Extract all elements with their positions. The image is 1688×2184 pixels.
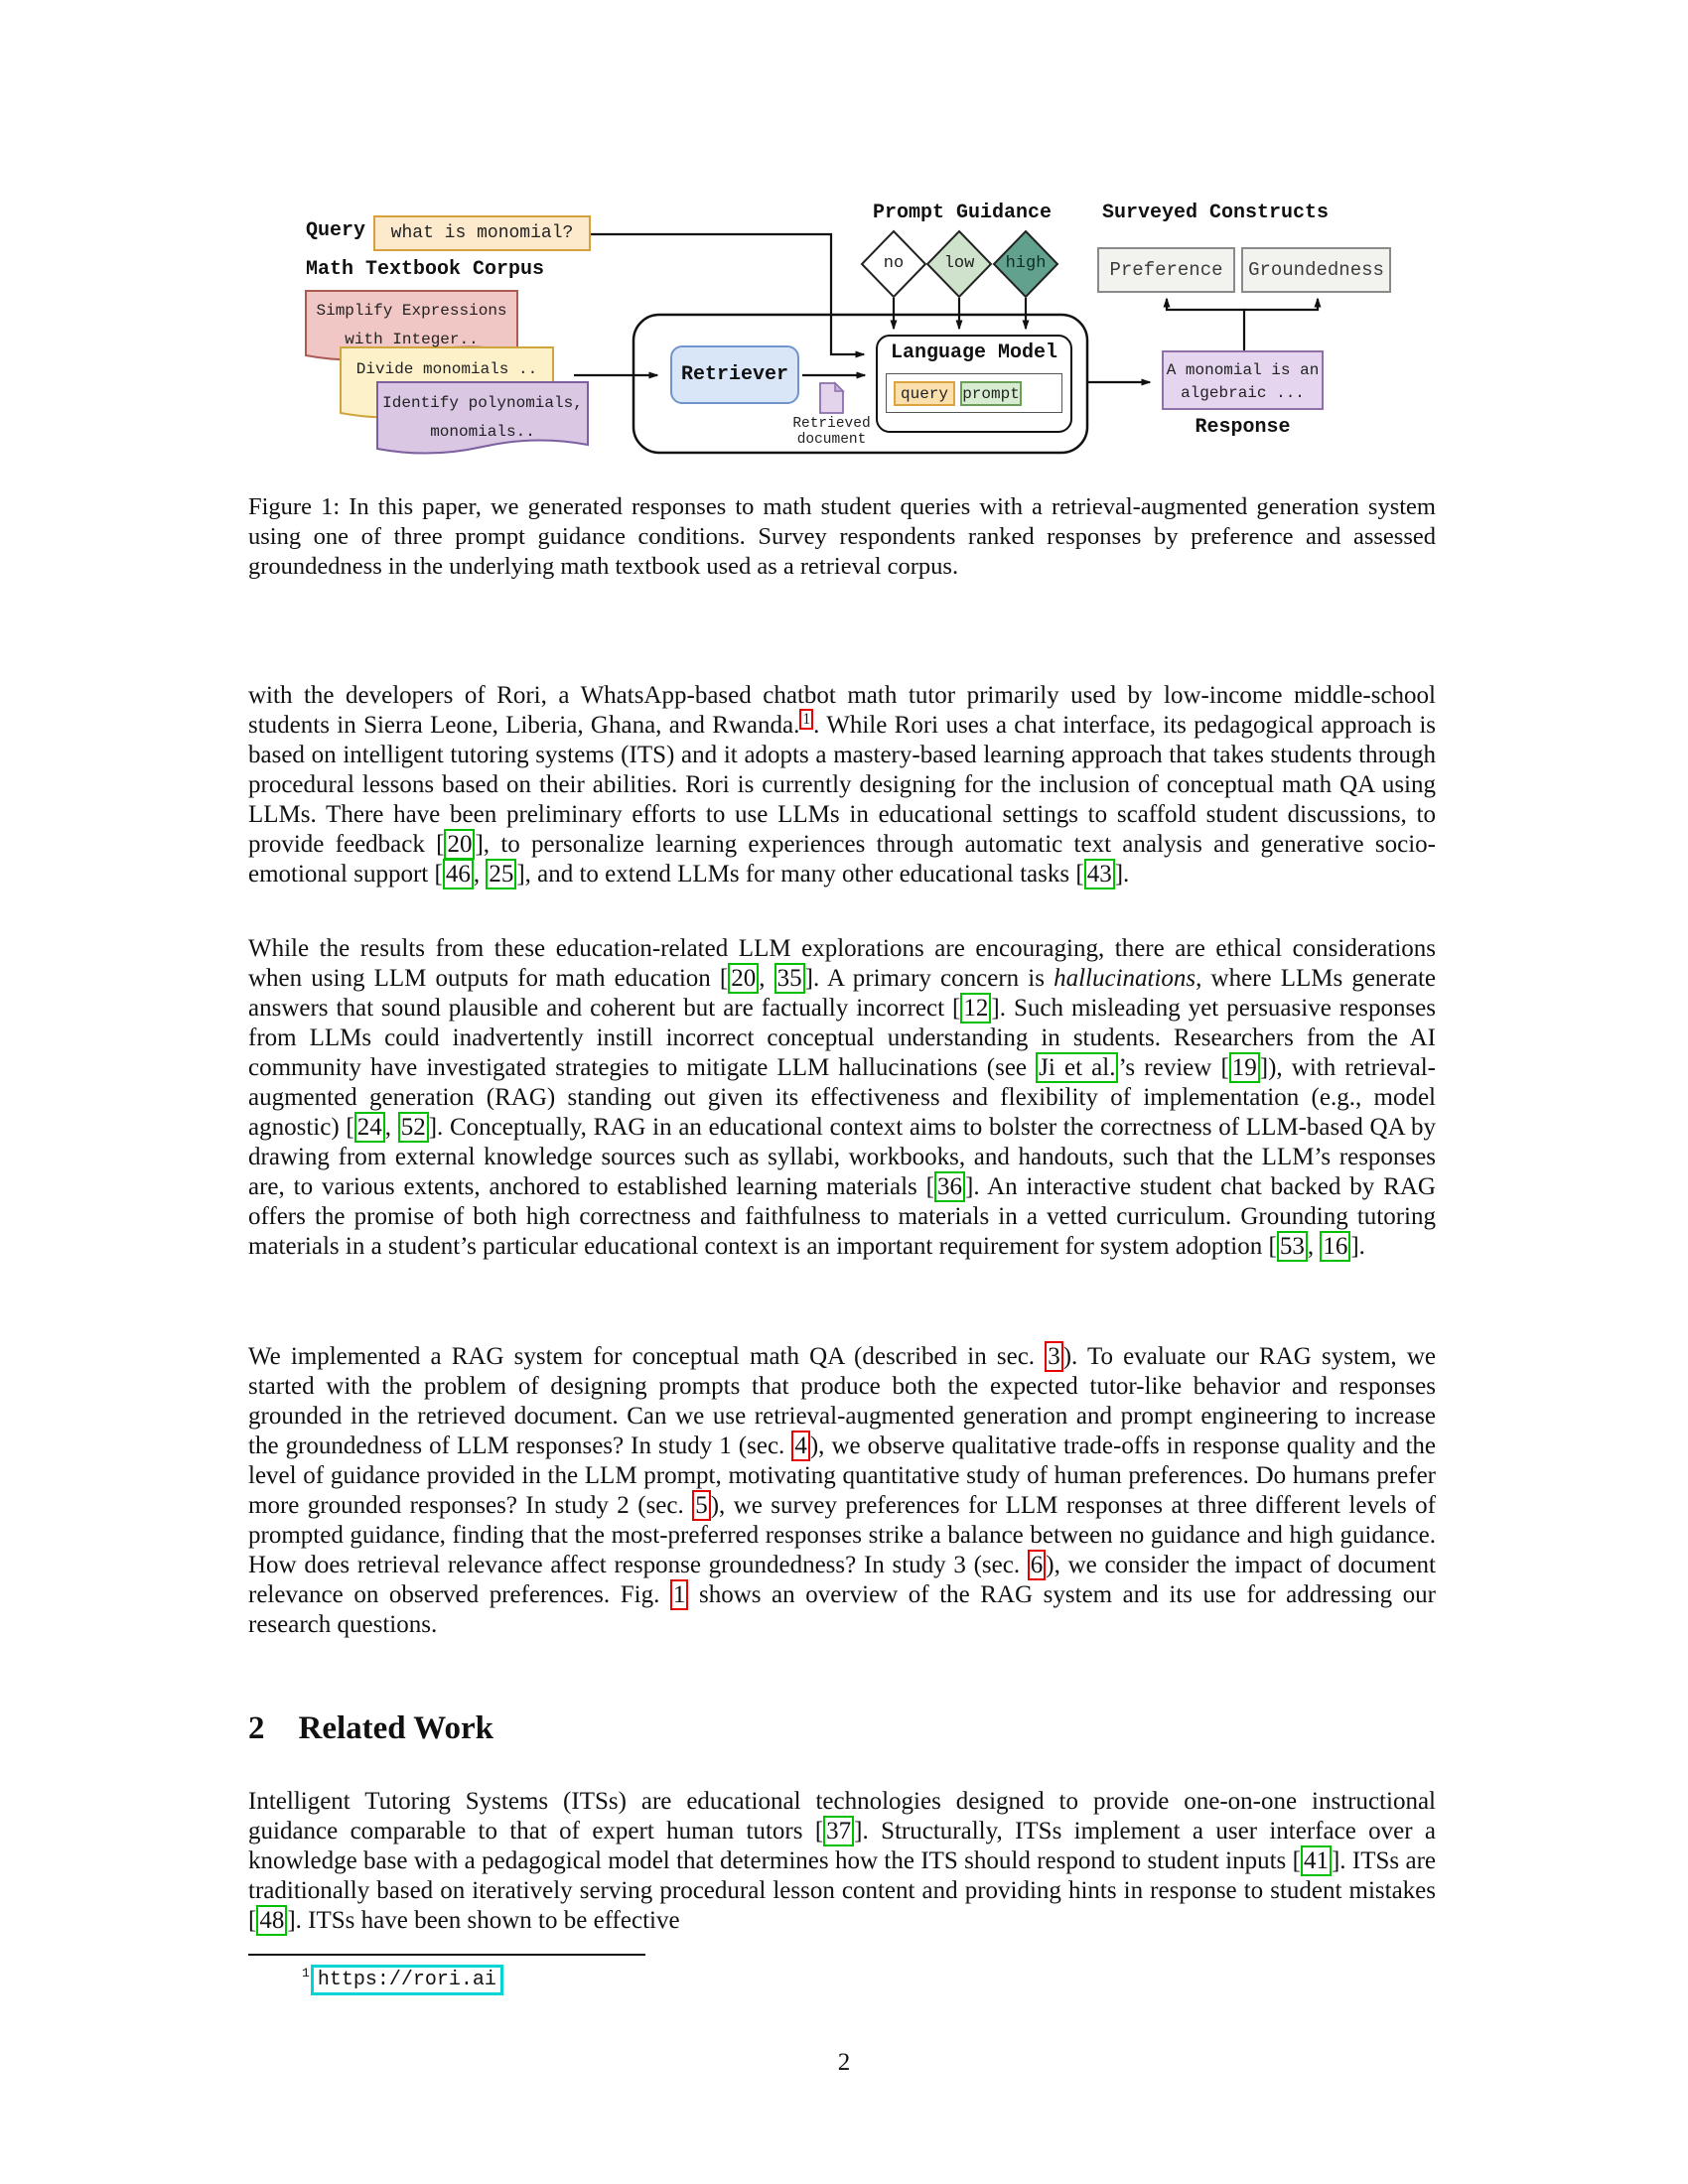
body-text: ), we survey preferences for LLM respons… xyxy=(248,1492,1436,1578)
section-number: 2 xyxy=(248,1710,265,1746)
body-text: While the results from these education-r… xyxy=(248,935,1436,992)
section-title: Related Work xyxy=(298,1710,493,1746)
query-box: what is monomial? xyxy=(373,215,591,251)
section-ref[interactable]: 5 xyxy=(692,1490,711,1521)
body-text: ]. Structurally, ITSs implement a user i… xyxy=(248,1818,1437,1874)
section-ref[interactable]: 4 xyxy=(791,1431,810,1461)
corpus-doc-purple xyxy=(376,381,589,455)
body-text: , xyxy=(1307,1233,1321,1260)
retrieved-document-icon-fold xyxy=(834,381,845,392)
diamond-low xyxy=(925,229,993,299)
body-text: ]. Conceptually, RAG in an educational c… xyxy=(248,1114,1436,1200)
footnote-marker: 1 xyxy=(302,1966,310,1980)
section-ref[interactable]: 1 xyxy=(669,1579,689,1610)
paragraph-3: We implemented a RAG system for conceptu… xyxy=(248,1341,1436,1640)
body-text: We implemented a RAG system for conceptu… xyxy=(248,1343,1046,1370)
body-text: ]. An interactive student chat backed by… xyxy=(248,1173,1436,1260)
body-text: , xyxy=(384,1114,398,1141)
citation-ref[interactable]: 41 xyxy=(1300,1845,1332,1876)
body-text: , xyxy=(473,861,487,887)
diamond-no xyxy=(860,229,927,299)
body-text: ], and to extend LLMs for many other edu… xyxy=(516,861,1084,887)
response-to-groundedness-line xyxy=(1244,297,1322,312)
body-text: ]. Such misleading yet persuasive respon… xyxy=(248,995,1437,1081)
citation-ref[interactable]: Ji et al. xyxy=(1036,1052,1119,1083)
prompt-chip: prompt xyxy=(960,381,1022,406)
section-ref[interactable]: 3 xyxy=(1045,1341,1063,1372)
diamond-low-label: low xyxy=(943,254,975,273)
citation-ref[interactable]: 20 xyxy=(728,963,760,994)
body-text: ]), with retrieval-augmented generation … xyxy=(248,1054,1436,1141)
citation-ref[interactable]: 52 xyxy=(397,1112,429,1143)
section-ref[interactable]: 6 xyxy=(1027,1550,1047,1580)
citation-ref[interactable]: 53 xyxy=(1276,1231,1308,1262)
body-text: ), we observe qualitative trade-offs in … xyxy=(248,1433,1436,1519)
citation-ref[interactable]: 20 xyxy=(444,829,476,860)
retriever-box: Retriever xyxy=(670,345,799,404)
citation-ref[interactable]: 46 xyxy=(442,859,474,889)
body-text: . While Rori uses a chat interface, its … xyxy=(248,712,1436,858)
body-text: ], to personalize learning experiences t… xyxy=(248,831,1436,887)
body-text: ]. ITSs are traditionally based on itera… xyxy=(248,1847,1436,1934)
citation-ref[interactable]: 48 xyxy=(256,1905,288,1936)
retrieved-document-label: Retrieved document xyxy=(792,416,871,448)
prompt-guidance-label: Prompt Guidance xyxy=(872,202,1053,224)
corpus-doc-purple-text: Identify polynomials, monomials.. xyxy=(382,394,583,441)
query-label: Query xyxy=(306,219,366,242)
footnote-rule xyxy=(248,1954,645,1956)
citation-ref[interactable]: 12 xyxy=(960,993,992,1024)
citation-ref[interactable]: 37 xyxy=(823,1816,855,1846)
rag-system-container xyxy=(632,313,1089,455)
body-text: Intelligent Tutoring Systems (ITSs) are … xyxy=(248,1788,1436,1844)
corpus-doc-pink-text: Simplify Expressions with Integer.. xyxy=(316,302,507,348)
emphasized-text: hallucinations xyxy=(1054,965,1196,992)
figure-caption: Figure 1: In this paper, we generated re… xyxy=(248,493,1436,580)
figure-diagram xyxy=(305,229,1322,455)
diamond-no-label: no xyxy=(883,254,905,273)
citation-ref[interactable]: 16 xyxy=(1320,1231,1351,1262)
body-text: ]. ITSs have been shown to be effective xyxy=(287,1907,680,1934)
response-label: Response xyxy=(1195,416,1291,439)
page-number: 2 xyxy=(837,2049,851,2076)
paragraph-4: Intelligent Tutoring Systems (ITSs) are … xyxy=(248,1787,1436,1936)
citation-ref[interactable]: 35 xyxy=(774,963,805,994)
body-text: , xyxy=(759,965,774,992)
body-text: ]. A primary concern is xyxy=(804,965,1055,992)
body-text: ’s review [ xyxy=(1118,1054,1229,1081)
diamond-high-label: high xyxy=(1005,254,1047,273)
body-text: with the developers of Rori, a WhatsApp-… xyxy=(248,682,1436,739)
corpus-doc-yellow-text: Divide monomials .. xyxy=(355,360,538,378)
corpus-label: Math Textbook Corpus xyxy=(306,258,545,281)
response-box: A monomial is an algebraic ... xyxy=(1162,350,1324,410)
body-text: shows an overview of the RAG system and … xyxy=(248,1581,1436,1638)
diamond-high xyxy=(992,229,1059,299)
response-to-preference-line xyxy=(1163,297,1246,350)
query-to-lm-line xyxy=(591,232,866,358)
citation-ref[interactable]: 24 xyxy=(353,1112,385,1143)
body-text: ). To evaluate our RAG system, we starte… xyxy=(248,1343,1436,1459)
paragraph-1: with the developers of Rori, a WhatsApp-… xyxy=(248,681,1436,889)
language-model-label: Language Model xyxy=(890,341,1058,364)
citation-ref[interactable]: 43 xyxy=(1083,859,1115,889)
citation-ref[interactable]: 36 xyxy=(934,1171,965,1202)
preference-box: Preference xyxy=(1097,247,1235,293)
query-chip: query xyxy=(894,381,955,406)
citation-ref[interactable]: 25 xyxy=(486,859,517,889)
body-text: ]. xyxy=(1114,861,1130,887)
body-text: , where LLMs generate answers that sound… xyxy=(248,965,1436,1022)
section-heading: 2 Related Work xyxy=(248,1710,493,1747)
footnote-ref[interactable]: 1 xyxy=(799,708,814,730)
footnote-url-link[interactable]: https://rori.ai xyxy=(310,1964,503,1995)
body-text: ]. xyxy=(1350,1233,1365,1260)
body-text: ), we consider the impact of document re… xyxy=(248,1552,1436,1608)
surveyed-constructs-label: Surveyed Constructs xyxy=(1102,202,1330,224)
citation-ref[interactable]: 19 xyxy=(1228,1052,1260,1083)
groundedness-box: Groundedness xyxy=(1241,247,1391,293)
paragraph-2: While the results from these education-r… xyxy=(248,934,1436,1262)
